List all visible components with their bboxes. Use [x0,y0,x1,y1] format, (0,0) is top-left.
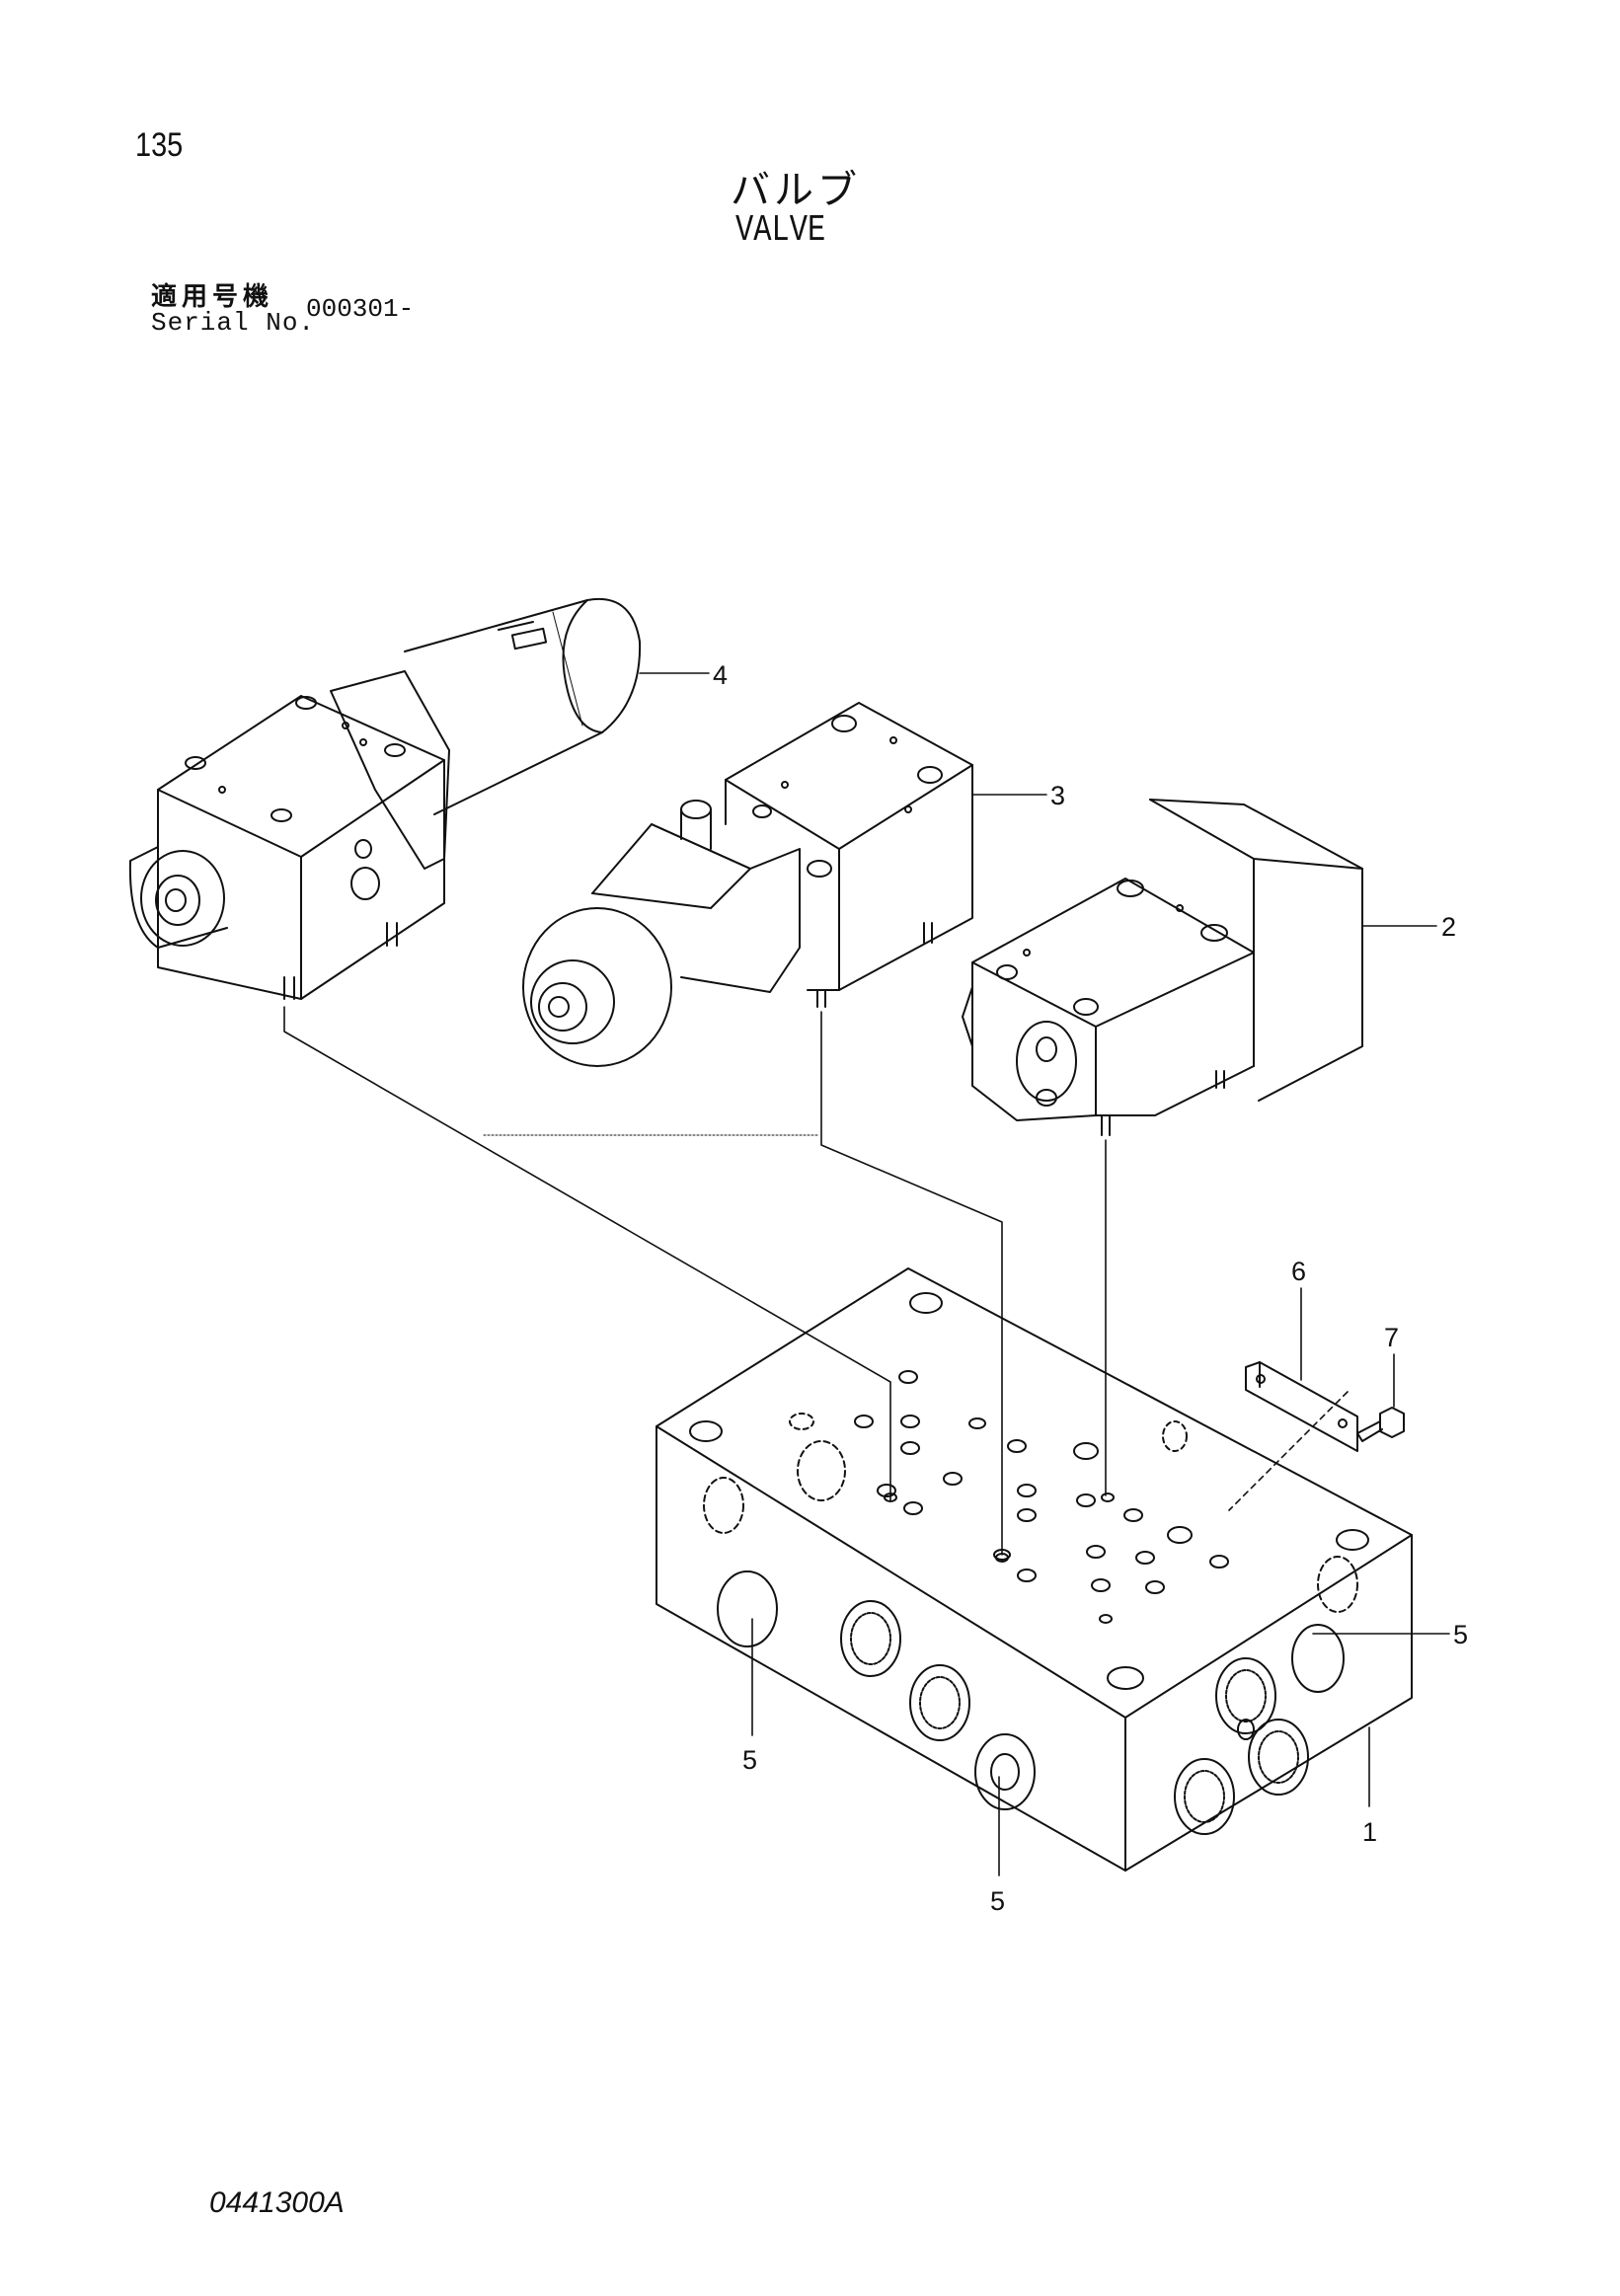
callout-5-front-left: 5 [742,1745,757,1775]
manifold-part-1 [656,1267,1413,1872]
valve-part-2 [962,799,1363,1136]
valve-part-4 [128,597,642,1000]
callout-1: 1 [1362,1817,1377,1847]
leader-lines [639,672,1450,1876]
document-code: 0441300A [209,2186,345,2219]
serial-value: 000301- [306,294,415,324]
callout-2: 2 [1441,912,1456,942]
callout-3: 3 [1050,781,1065,810]
serial-label-japanese: 適用号機 [151,282,274,312]
page-number: 135 [135,126,184,164]
callout-5-front-bottom: 5 [990,1886,1005,1916]
callout-5-right: 5 [1453,1620,1468,1649]
screw-part-7 [1356,1407,1405,1442]
valve-part-3 [522,702,973,1067]
assembly-lines [283,1006,1349,1556]
title-japanese: バルブ [731,168,861,213]
callout-4: 4 [713,660,728,690]
callouts: 4 3 2 6 7 5 5 5 1 [713,660,1468,1916]
serial-label-english: Serial No. [151,308,316,338]
callout-7: 7 [1384,1323,1399,1352]
title-english: VALVE [735,209,826,252]
callout-6: 6 [1291,1257,1306,1286]
